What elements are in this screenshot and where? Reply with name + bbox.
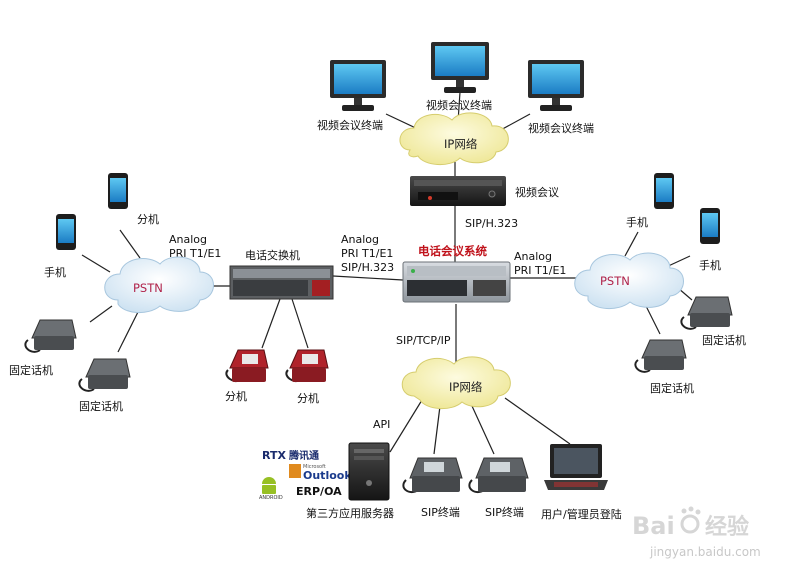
- top-ip-cloud: IP网络: [399, 112, 509, 165]
- outlook-icon: [289, 464, 301, 478]
- video-terminal-center[interactable]: [431, 42, 489, 93]
- third-party-logos: RTX 腾讯通 Microsoft Outlook ANDROID ERP/OA: [259, 449, 352, 501]
- laptop-label: 用户/管理员登陆: [541, 507, 622, 521]
- cloud-icon: [401, 356, 511, 409]
- left-pstn-label: PSTN: [133, 281, 163, 295]
- rtx-logo-cn: 腾讯通: [288, 449, 319, 462]
- sip-terminal-2[interactable]: [468, 457, 529, 494]
- core-right-protocol-1: Analog: [514, 250, 552, 263]
- core-left-protocol-2: PRI T1/E1: [341, 247, 393, 260]
- core-left-protocol-1: Analog: [341, 233, 379, 246]
- admin-laptop[interactable]: [544, 444, 608, 490]
- right-mobile-2-label: 手机: [699, 258, 721, 272]
- right-pstn-cloud: PSTN: [574, 252, 684, 309]
- right-pstn-label: PSTN: [600, 274, 630, 288]
- cloud-icon: [104, 256, 214, 313]
- desk-phone-icon: [687, 296, 733, 316]
- watermark-url: jingyan.baidu.com: [649, 545, 761, 559]
- rtx-logo: RTX: [262, 449, 286, 462]
- right-landline-1-label: 固定话机: [702, 333, 746, 347]
- right-mobile-1-label: 手机: [626, 215, 648, 229]
- left-mobile[interactable]: [56, 214, 76, 250]
- left-landline-2[interactable]: [78, 358, 131, 392]
- bottom-cloud-label: IP网络: [449, 380, 483, 394]
- cloud-icon: [574, 252, 684, 309]
- terminal-center-label: 视频会议终端: [426, 98, 492, 112]
- core-left-protocol-3: SIP/H.323: [341, 261, 394, 274]
- pbx-switch[interactable]: [229, 265, 334, 300]
- sip-terminal-1[interactable]: [402, 457, 463, 494]
- right-landline-1[interactable]: [680, 296, 733, 330]
- desk-phone-icon: [641, 339, 687, 359]
- pbx-ext-right-label: 分机: [297, 391, 319, 405]
- erp-label: ERP/OA: [296, 485, 342, 498]
- desk-phone-icon: [31, 319, 77, 339]
- pbx-label: 电话交换机: [245, 248, 300, 262]
- top-cloud-label: IP网络: [444, 137, 478, 151]
- pbx-ext-left-label: 分机: [225, 389, 247, 403]
- cloud-icon: [399, 112, 509, 165]
- watermark-brand-cn: 经验: [705, 514, 749, 540]
- left-landline-1-label: 固定话机: [9, 363, 53, 377]
- terminal-left-label: 视频会议终端: [317, 118, 383, 132]
- pbx-extension-phone-left[interactable]: [225, 349, 269, 382]
- pbx-protocol-2: PRI T1/E1: [169, 247, 221, 260]
- third-party-server[interactable]: [348, 442, 390, 501]
- right-landline-2-label: 固定话机: [650, 381, 694, 395]
- left-mobile-label: 手机: [44, 265, 66, 279]
- video-conference-mcu[interactable]: [410, 176, 506, 206]
- conference-server[interactable]: [402, 261, 511, 303]
- connection-lines: [81, 91, 693, 455]
- sip-terminal-1-label: SIP终端: [421, 505, 460, 519]
- terminal-right-label: 视频会议终端: [528, 121, 594, 135]
- core-bottom-protocol: SIP/TCP/IP: [396, 334, 451, 347]
- watermark-brand: Bai: [632, 512, 675, 540]
- baidu-watermark: Bai 经验 jingyan.baidu.com: [632, 506, 761, 559]
- bottom-ip-cloud: IP网络: [401, 356, 511, 409]
- core-system-label: 电话会议系统: [418, 244, 487, 258]
- video-terminal-right[interactable]: [528, 60, 584, 111]
- paw-icon: [680, 506, 701, 534]
- sip-terminal-2-label: SIP终端: [485, 505, 524, 519]
- pbx-protocol-1: Analog: [169, 233, 207, 246]
- mcu-label: 视频会议: [515, 185, 559, 199]
- outlook-logo-small: Microsoft: [303, 464, 326, 470]
- desk-phone-icon: [85, 358, 131, 378]
- mcu-protocol-label: SIP/H.323: [465, 217, 518, 230]
- left-mobile-ext-label: 分机: [137, 212, 159, 226]
- left-landline-1[interactable]: [24, 319, 77, 353]
- left-mobile-extension[interactable]: [108, 173, 128, 209]
- left-pstn-cloud: PSTN: [104, 256, 214, 313]
- core-right-protocol-2: PRI T1/E1: [514, 264, 566, 277]
- right-landline-2[interactable]: [634, 339, 687, 373]
- right-mobile-2[interactable]: [700, 208, 720, 244]
- outlook-logo: Outlook: [303, 469, 352, 482]
- pbx-extension-phone-right[interactable]: [285, 349, 329, 382]
- server-label: 第三方应用服务器: [306, 506, 394, 520]
- android-icon: [262, 477, 276, 494]
- api-label: API: [373, 418, 390, 431]
- video-terminal-left[interactable]: [330, 60, 386, 111]
- right-mobile-1[interactable]: [654, 173, 674, 209]
- android-logo: ANDROID: [259, 495, 283, 501]
- left-landline-2-label: 固定话机: [79, 399, 123, 413]
